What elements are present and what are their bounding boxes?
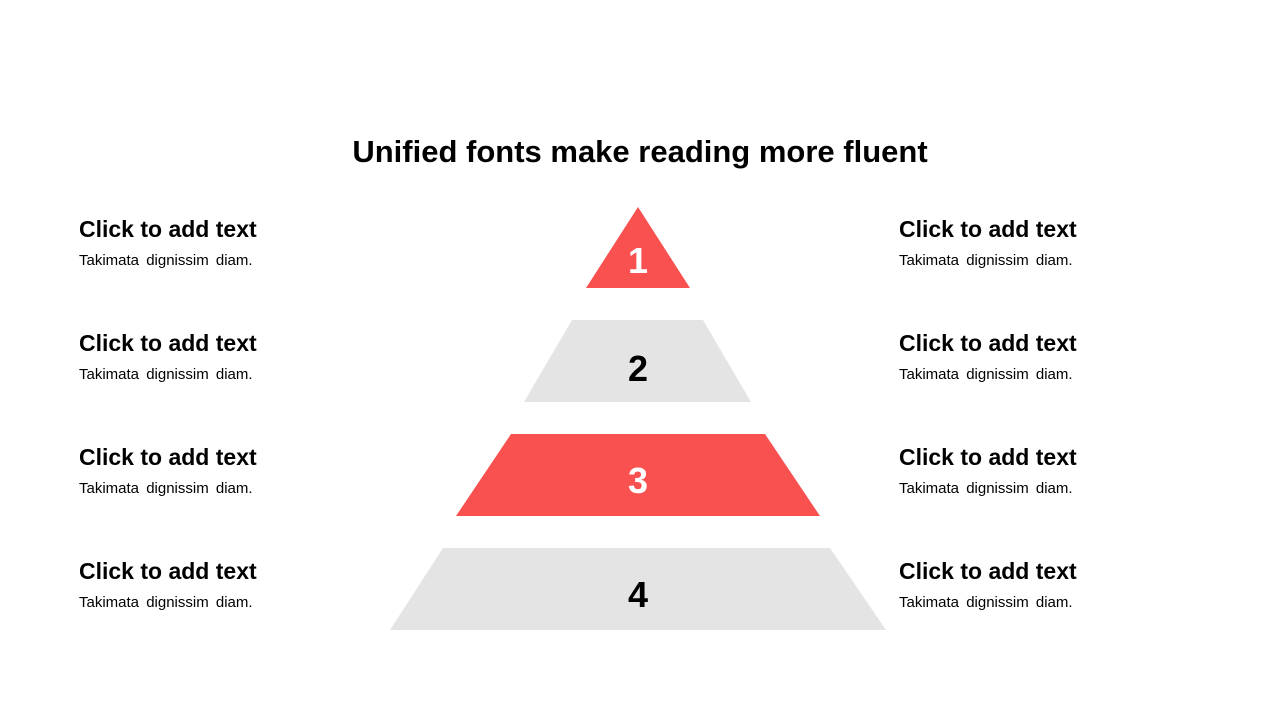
- right-heading-2: Click to add text: [899, 330, 1077, 356]
- pyramid-level-4[interactable]: [390, 548, 886, 630]
- pyramid-level-4-label: 4: [628, 574, 648, 615]
- left-text-block-3[interactable]: Click to add text Takimata dignissim dia…: [79, 443, 379, 497]
- pyramid-level-2-label: 2: [628, 348, 648, 389]
- right-desc-3: Takimata dignissim diam.: [899, 480, 1073, 497]
- left-text-block-2[interactable]: Click to add text Takimata dignissim dia…: [79, 329, 379, 383]
- right-desc-4: Takimata dignissim diam.: [899, 594, 1073, 611]
- pyramid-level-3-label: 3: [628, 460, 648, 501]
- right-desc-1: Takimata dignissim diam.: [899, 252, 1073, 269]
- pyramid-level-3[interactable]: [456, 434, 820, 516]
- right-heading-1: Click to add text: [899, 216, 1077, 242]
- right-heading-4: Click to add text: [899, 558, 1077, 584]
- pyramid-level-1[interactable]: [586, 207, 690, 288]
- left-heading-1: Click to add text: [79, 216, 257, 242]
- left-desc-4: Takimata dignissim diam.: [79, 594, 253, 611]
- left-desc-1: Takimata dignissim diam.: [79, 252, 253, 269]
- pyramid-level-2[interactable]: [524, 320, 751, 402]
- left-text-block-1[interactable]: Click to add text Takimata dignissim dia…: [79, 215, 379, 269]
- left-text-block-4[interactable]: Click to add text Takimata dignissim dia…: [79, 557, 379, 611]
- right-text-block-3[interactable]: Click to add text Takimata dignissim dia…: [899, 443, 1199, 497]
- left-heading-4: Click to add text: [79, 558, 257, 584]
- right-text-block-1[interactable]: Click to add text Takimata dignissim dia…: [899, 215, 1199, 269]
- right-text-block-4[interactable]: Click to add text Takimata dignissim dia…: [899, 557, 1199, 611]
- right-desc-2: Takimata dignissim diam.: [899, 366, 1073, 383]
- slide-title[interactable]: Unified fonts make reading more fluent: [352, 134, 928, 169]
- pyramid-level-1-label: 1: [628, 240, 648, 281]
- left-heading-2: Click to add text: [79, 330, 257, 356]
- left-desc-3: Takimata dignissim diam.: [79, 480, 253, 497]
- left-heading-3: Click to add text: [79, 444, 257, 470]
- left-desc-2: Takimata dignissim diam.: [79, 366, 253, 383]
- right-text-block-2[interactable]: Click to add text Takimata dignissim dia…: [899, 329, 1199, 383]
- right-heading-3: Click to add text: [899, 444, 1077, 470]
